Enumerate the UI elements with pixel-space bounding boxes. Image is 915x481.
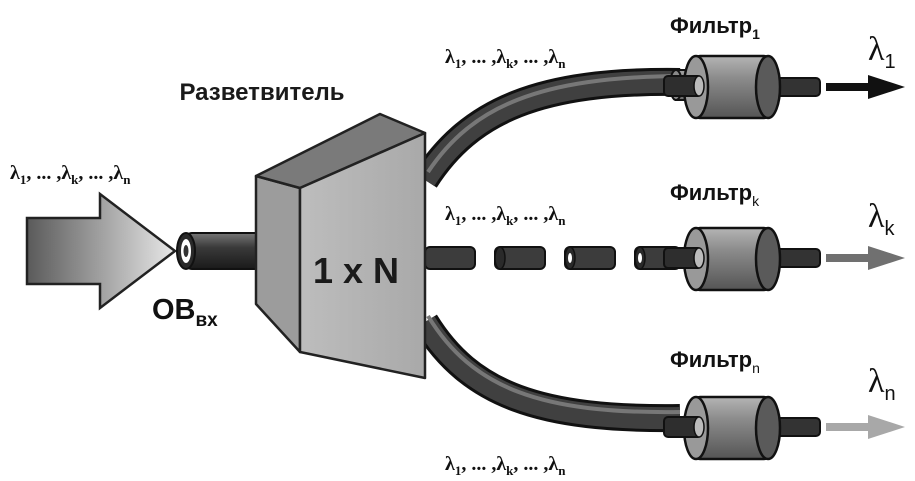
output-arrow-1 xyxy=(826,75,905,99)
filter-n-label: Фильтрn xyxy=(670,347,760,376)
branch-k-wavelengths: λ1, ... ,λk, ... ,λn xyxy=(445,203,566,228)
branch-1-wavelengths: λ1, ... ,λk, ... ,λn xyxy=(445,46,566,71)
input-light-arrow xyxy=(25,191,178,311)
output-lambda-1: λ1 xyxy=(868,31,896,73)
branch-n-wavelengths: λ1, ... ,λk, ... ,λn xyxy=(445,453,566,478)
splitter-ratio-label: 1 x N xyxy=(313,250,399,291)
splitter-block xyxy=(254,112,427,380)
output-arrow-n xyxy=(826,415,905,439)
filter-1 xyxy=(663,54,782,120)
filter-n xyxy=(663,395,782,461)
output-lambda-n: λn xyxy=(868,363,896,405)
filter-k-label: Фильтрk xyxy=(670,180,760,209)
splitter-title: Разветвитель xyxy=(179,79,344,106)
input-fiber-label: OBвх xyxy=(152,294,218,331)
input-fiber-label-main: OB xyxy=(152,294,196,326)
filter-1-label: Фильтр1 xyxy=(670,13,760,42)
input-fiber-label-sub: вх xyxy=(196,310,219,331)
middle-fiber xyxy=(424,246,681,270)
filter-k xyxy=(663,226,782,292)
input-wavelengths: λ1, ... ,λk, ... ,λn xyxy=(10,162,131,187)
output-arrow-k xyxy=(826,246,905,270)
output-lambda-k: λk xyxy=(868,198,896,240)
